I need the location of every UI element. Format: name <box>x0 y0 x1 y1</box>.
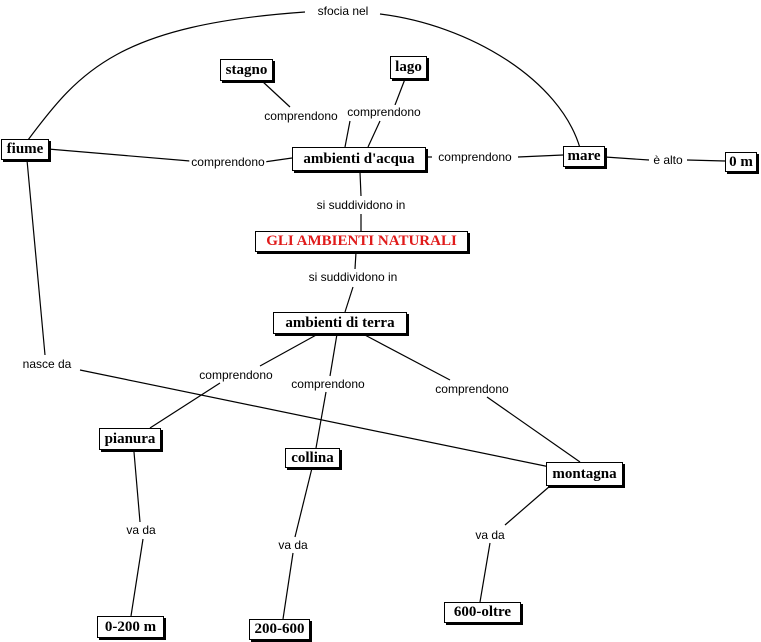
link-label-comprendono-stagno: comprendono <box>262 109 340 123</box>
link-label-collina <box>315 391 327 449</box>
link-label-comprendono-fiume: comprendono <box>189 155 267 169</box>
node-pianura: pianura <box>99 428 161 450</box>
link-label-terra <box>344 286 354 313</box>
link-label-pianura <box>149 382 221 429</box>
link-label-comprendono-mare: comprendono <box>436 150 514 164</box>
link-terra-label-pianura <box>259 333 319 367</box>
node-0-200m: 0-200 m <box>97 616 164 638</box>
link-collina-label <box>294 467 313 538</box>
link-label-va-da-pianura: va da <box>124 523 158 537</box>
node-collina: collina <box>285 448 340 468</box>
link-label-va-da-montagna: va da <box>473 528 507 542</box>
link-fiume-nasceda <box>26 159 46 356</box>
link-label-0200 <box>130 538 144 617</box>
node-0m: 0 m <box>725 152 757 172</box>
node-gli-ambienti-naturali: GLI AMBIENTI NATURALI <box>255 231 468 252</box>
node-ambienti-acqua: ambienti d'acqua <box>292 147 426 171</box>
link-mare-label <box>604 156 650 161</box>
link-fiume-label <box>47 148 191 162</box>
link-label-comprendono-collina: comprendono <box>289 377 367 391</box>
link-label-200600 <box>282 552 294 620</box>
link-label-comprendono-lago: comprendono <box>345 105 423 119</box>
node-ambienti-terra: ambienti di terra <box>273 312 407 334</box>
link-label-acqua-3 <box>263 157 293 163</box>
node-mare: mare <box>563 146 605 167</box>
link-label-comprendono-montagna: comprendono <box>433 382 511 396</box>
link-label-sfocia-nel: sfocia nel <box>315 4 371 18</box>
link-label-si-suddividono-terra: si suddividono in <box>306 270 400 284</box>
link-label-montagna <box>486 396 581 463</box>
link-montagna-label <box>504 485 551 526</box>
node-fiume: fiume <box>1 139 49 160</box>
node-lago: lago <box>390 56 427 79</box>
link-label-comprendono-pianura: comprendono <box>197 368 275 382</box>
link-label-acqua-1 <box>344 120 351 148</box>
link-terra-label-montagna <box>362 333 451 381</box>
link-lago-label <box>394 78 406 106</box>
link-terra-label-collina <box>329 333 338 377</box>
node-200-600: 200-600 <box>249 619 310 640</box>
link-label-va-da-collina: va da <box>276 538 310 552</box>
link-label-e-alto: è alto <box>651 153 685 167</box>
link-label-nasce-da: nasce da <box>20 357 74 371</box>
link-label-acqua-2 <box>367 120 381 148</box>
link-label-0m <box>686 159 726 162</box>
link-label-si-suddividono-acqua: si suddividono in <box>314 198 408 212</box>
link-fiume-mare <box>27 11 581 149</box>
link-stagno-label <box>261 80 291 108</box>
node-stagno: stagno <box>220 59 273 81</box>
link-pianura-label <box>133 451 141 523</box>
link-acqua-label-sudd <box>359 171 362 197</box>
link-nasceda-montagna <box>79 369 551 468</box>
link-label-600oltre <box>479 542 491 603</box>
link-label-mare <box>517 154 564 158</box>
node-montagna: montagna <box>546 462 623 486</box>
node-600-oltre: 600-oltre <box>444 602 521 623</box>
link-root-label <box>354 251 357 270</box>
